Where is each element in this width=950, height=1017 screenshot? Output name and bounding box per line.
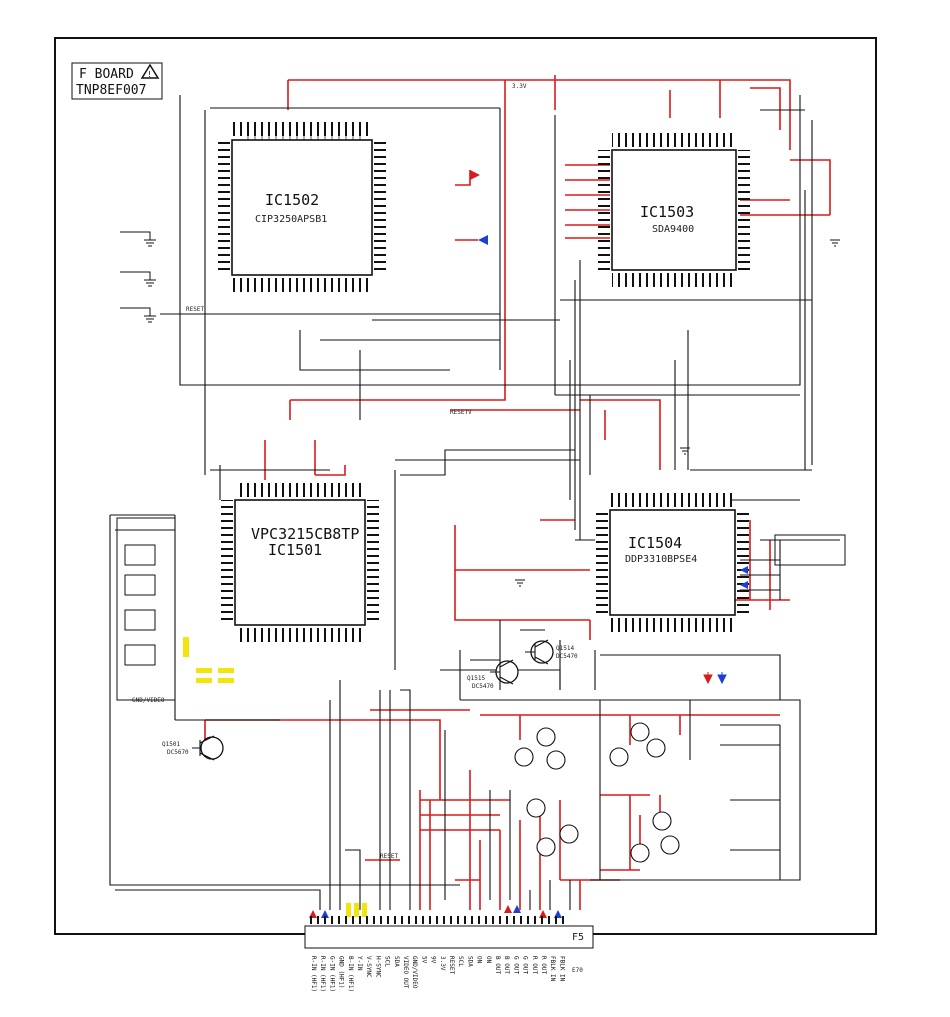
connector-pin-label: ON — [476, 956, 483, 964]
connector-pin-label: FBLK IN — [549, 956, 556, 982]
ic1501: VPC3215CB8TP IC1501 — [221, 483, 379, 642]
connector-pin-label: RESET — [448, 956, 455, 974]
connector-f5: F5 E70 — [304, 916, 594, 974]
connector-pin-label: R OUT — [531, 956, 538, 974]
connector-pin-label: R-IN (HF1) — [319, 956, 326, 992]
connector-pin-label: SCL — [384, 956, 391, 967]
ic1503-name: IC1503 — [640, 203, 694, 221]
warning-triangle-icon: ! — [140, 63, 160, 79]
ic1502-name: IC1502 — [265, 191, 319, 209]
connector-pin-label: VIDEO OUT — [402, 956, 409, 989]
connector-pin-label: ON — [485, 956, 492, 964]
connector-pin-label: G OUT — [522, 956, 529, 974]
net-label-reset: RESET — [186, 306, 204, 313]
connector-pin-label: R OUT — [540, 956, 547, 974]
ic1501-part: VPC3215CB8TP — [251, 525, 359, 543]
svg-text:!: ! — [148, 70, 151, 79]
q1501-ref: Q1501 — [162, 741, 180, 748]
board-number: TNP8EF007 — [76, 83, 146, 98]
connector-pin-label: GND/VIDEO — [411, 956, 418, 989]
ic1504: IC1504 DDP3310BPSE4 — [596, 493, 749, 632]
connector-pin-label: V-SYNC — [365, 956, 372, 978]
connector-pin-label: 3.3V — [439, 956, 446, 971]
connector-pin-label: SDA — [466, 956, 473, 967]
connector-pin-labels: R-IN (HF1)R-IN (HF1)G-IN (HF1)GND (HF1)B… — [310, 956, 565, 992]
connector-pin-label: FBLK IN — [558, 956, 565, 982]
connector-pin-label: G-IN (HF1) — [328, 956, 335, 992]
connector-pin-label: SDA — [393, 956, 400, 967]
input-connector-blocks — [116, 517, 846, 701]
net-label-3v3: 3.3V — [512, 83, 527, 90]
connector-pin-label: R-IN (HF1) — [310, 956, 317, 992]
ic1501-name: IC1501 — [268, 541, 322, 559]
signal-nets — [109, 95, 840, 910]
connector-pin-label: SCL — [457, 956, 464, 967]
q1515-transistor: Q1515 DC5470 — [467, 659, 519, 690]
net-label-resetv: RESETV — [450, 409, 472, 416]
ic1502-part: CIP3250APSB1 — [255, 214, 327, 225]
connector-pin-label: Y-IN — [356, 956, 363, 971]
q1501-part: DC5670 — [167, 749, 189, 756]
q1515-ref: Q1515 — [467, 675, 485, 682]
connector-pin-label: H-SYNC — [374, 956, 381, 978]
connector-ref: F5 — [572, 932, 584, 943]
connector-pin-label: GND (HF1) — [338, 956, 345, 989]
connector-pin-label: 9V — [430, 956, 437, 964]
connector-part: E70 — [572, 967, 583, 974]
q1515-part: DC5470 — [472, 683, 494, 690]
board-label: F BOARD TNP8EF007 ! — [71, 62, 163, 100]
connector-pin-label: 5V — [420, 956, 427, 964]
output-transistor-cluster — [514, 722, 680, 863]
net-label-reset-2: RESET — [380, 853, 398, 860]
q1514-ref: Q1514 — [556, 645, 574, 652]
ic1504-part: DDP3310BPSE4 — [625, 554, 697, 565]
board-name: F BOARD — [79, 67, 134, 82]
connector-pin-label: G OUT — [512, 956, 519, 974]
q1501-transistor: Q1501 DC5670 — [162, 735, 224, 761]
q1514-transistor: Q1514 DC5470 — [525, 639, 578, 665]
ground-icon — [120, 231, 840, 587]
q1514-part: DC5470 — [556, 653, 578, 660]
connector-pin-label: B-IN (HF1) — [347, 956, 354, 992]
ic1503: IC1503 SDA9400 — [598, 133, 750, 287]
ic1503-part: SDA9400 — [652, 224, 694, 235]
connector-pin-label: B OUT — [503, 956, 510, 974]
yellow-signal-marks — [183, 637, 381, 936]
ic1502: IC1502 CIP3250APSB1 — [218, 122, 386, 292]
ic1504-name: IC1504 — [628, 534, 682, 552]
connector-pin-label: B OUT — [494, 956, 501, 974]
